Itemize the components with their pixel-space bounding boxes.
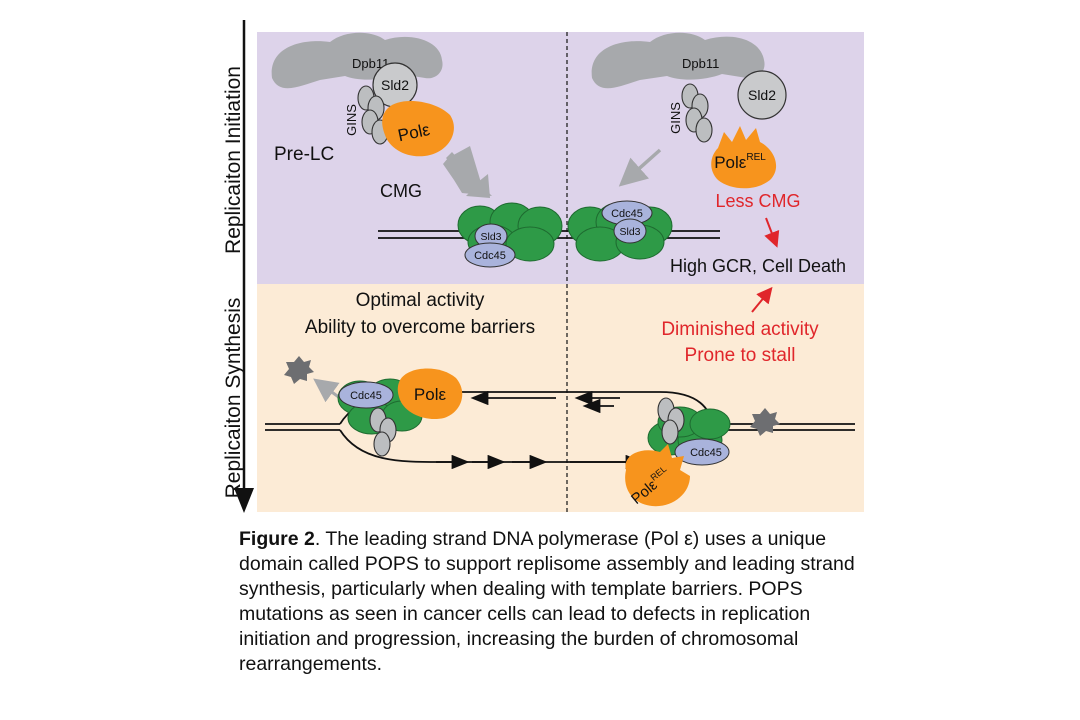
cdc45-label-left: Cdc45 (474, 250, 506, 262)
outcome-label: High GCR, Cell Death (670, 256, 846, 276)
dpb11-left (271, 32, 443, 89)
caption-label: Figure 2 (239, 528, 315, 550)
sld3-label-left: Sld3 (480, 231, 501, 243)
overcome-barriers-label: Ability to overcome barriers (305, 317, 535, 338)
pol-epsilon-synthesis-left (397, 368, 463, 420)
figure-caption: Figure 2. The leading strand DNA polymer… (239, 527, 879, 677)
side-label-initiation: Replicaiton Initiation (222, 66, 245, 254)
caption-text: . The leading strand DNA polymerase (Pol… (239, 528, 855, 675)
lagging-strand-arrows (470, 390, 620, 414)
side-label-synthesis: Replicaiton Synthesis (222, 298, 245, 499)
less-cmg-label: Less CMG (715, 191, 800, 211)
gins-label-left: GINS (344, 104, 359, 136)
dpb11-right (591, 32, 765, 89)
cdc45-synthesis-left (338, 381, 394, 409)
red-arrow-down (764, 217, 780, 248)
sld2-label-right: Sld2 (748, 87, 776, 103)
cdc45-label-right: Cdc45 (611, 208, 643, 220)
prone-to-stall-label: Prone to stall (685, 345, 796, 366)
sld2-label-left: Sld2 (381, 77, 409, 93)
pol-epsilon-left (382, 100, 454, 157)
sld3-right (613, 218, 647, 244)
cdc45-left (464, 242, 516, 268)
pol-epsilon-rel-synthesis-right (625, 444, 690, 507)
gins-right (681, 83, 713, 143)
cmg-label: CMG (380, 181, 422, 201)
gins-synthesis-right (657, 397, 685, 445)
sld2-right (737, 70, 787, 120)
optimal-activity-label: Optimal activity (356, 290, 485, 311)
pol-epsilon-rel-right (711, 126, 777, 189)
pre-lc-label: Pre-LC (274, 144, 334, 165)
thin-arrow-right (618, 148, 662, 187)
barrier-bypass-arrow (313, 378, 341, 403)
gins-synthesis-left (369, 407, 397, 457)
dpb11-label-right: Dpb11 (682, 56, 719, 71)
red-arrow-up (751, 286, 773, 313)
barrier-star-right (750, 408, 780, 436)
cdc45-synthesis-right (674, 438, 730, 466)
barrier-star-left (284, 356, 314, 384)
sld3-label-right: Sld3 (619, 226, 640, 238)
cdc45-label-synthesis-left: Cdc45 (350, 390, 382, 402)
pol-rel-label-right: PolεREL (714, 152, 766, 172)
dpb11-label-left: Dpb11 (352, 56, 389, 71)
pol-label-synthesis-left: Polε (414, 385, 447, 404)
cdc45-label-synthesis-right: Cdc45 (690, 447, 722, 459)
big-arrow-left-shaft (446, 152, 490, 198)
gins-label-right: GINS (668, 102, 683, 134)
diminished-activity-label: Diminished activity (661, 319, 819, 340)
